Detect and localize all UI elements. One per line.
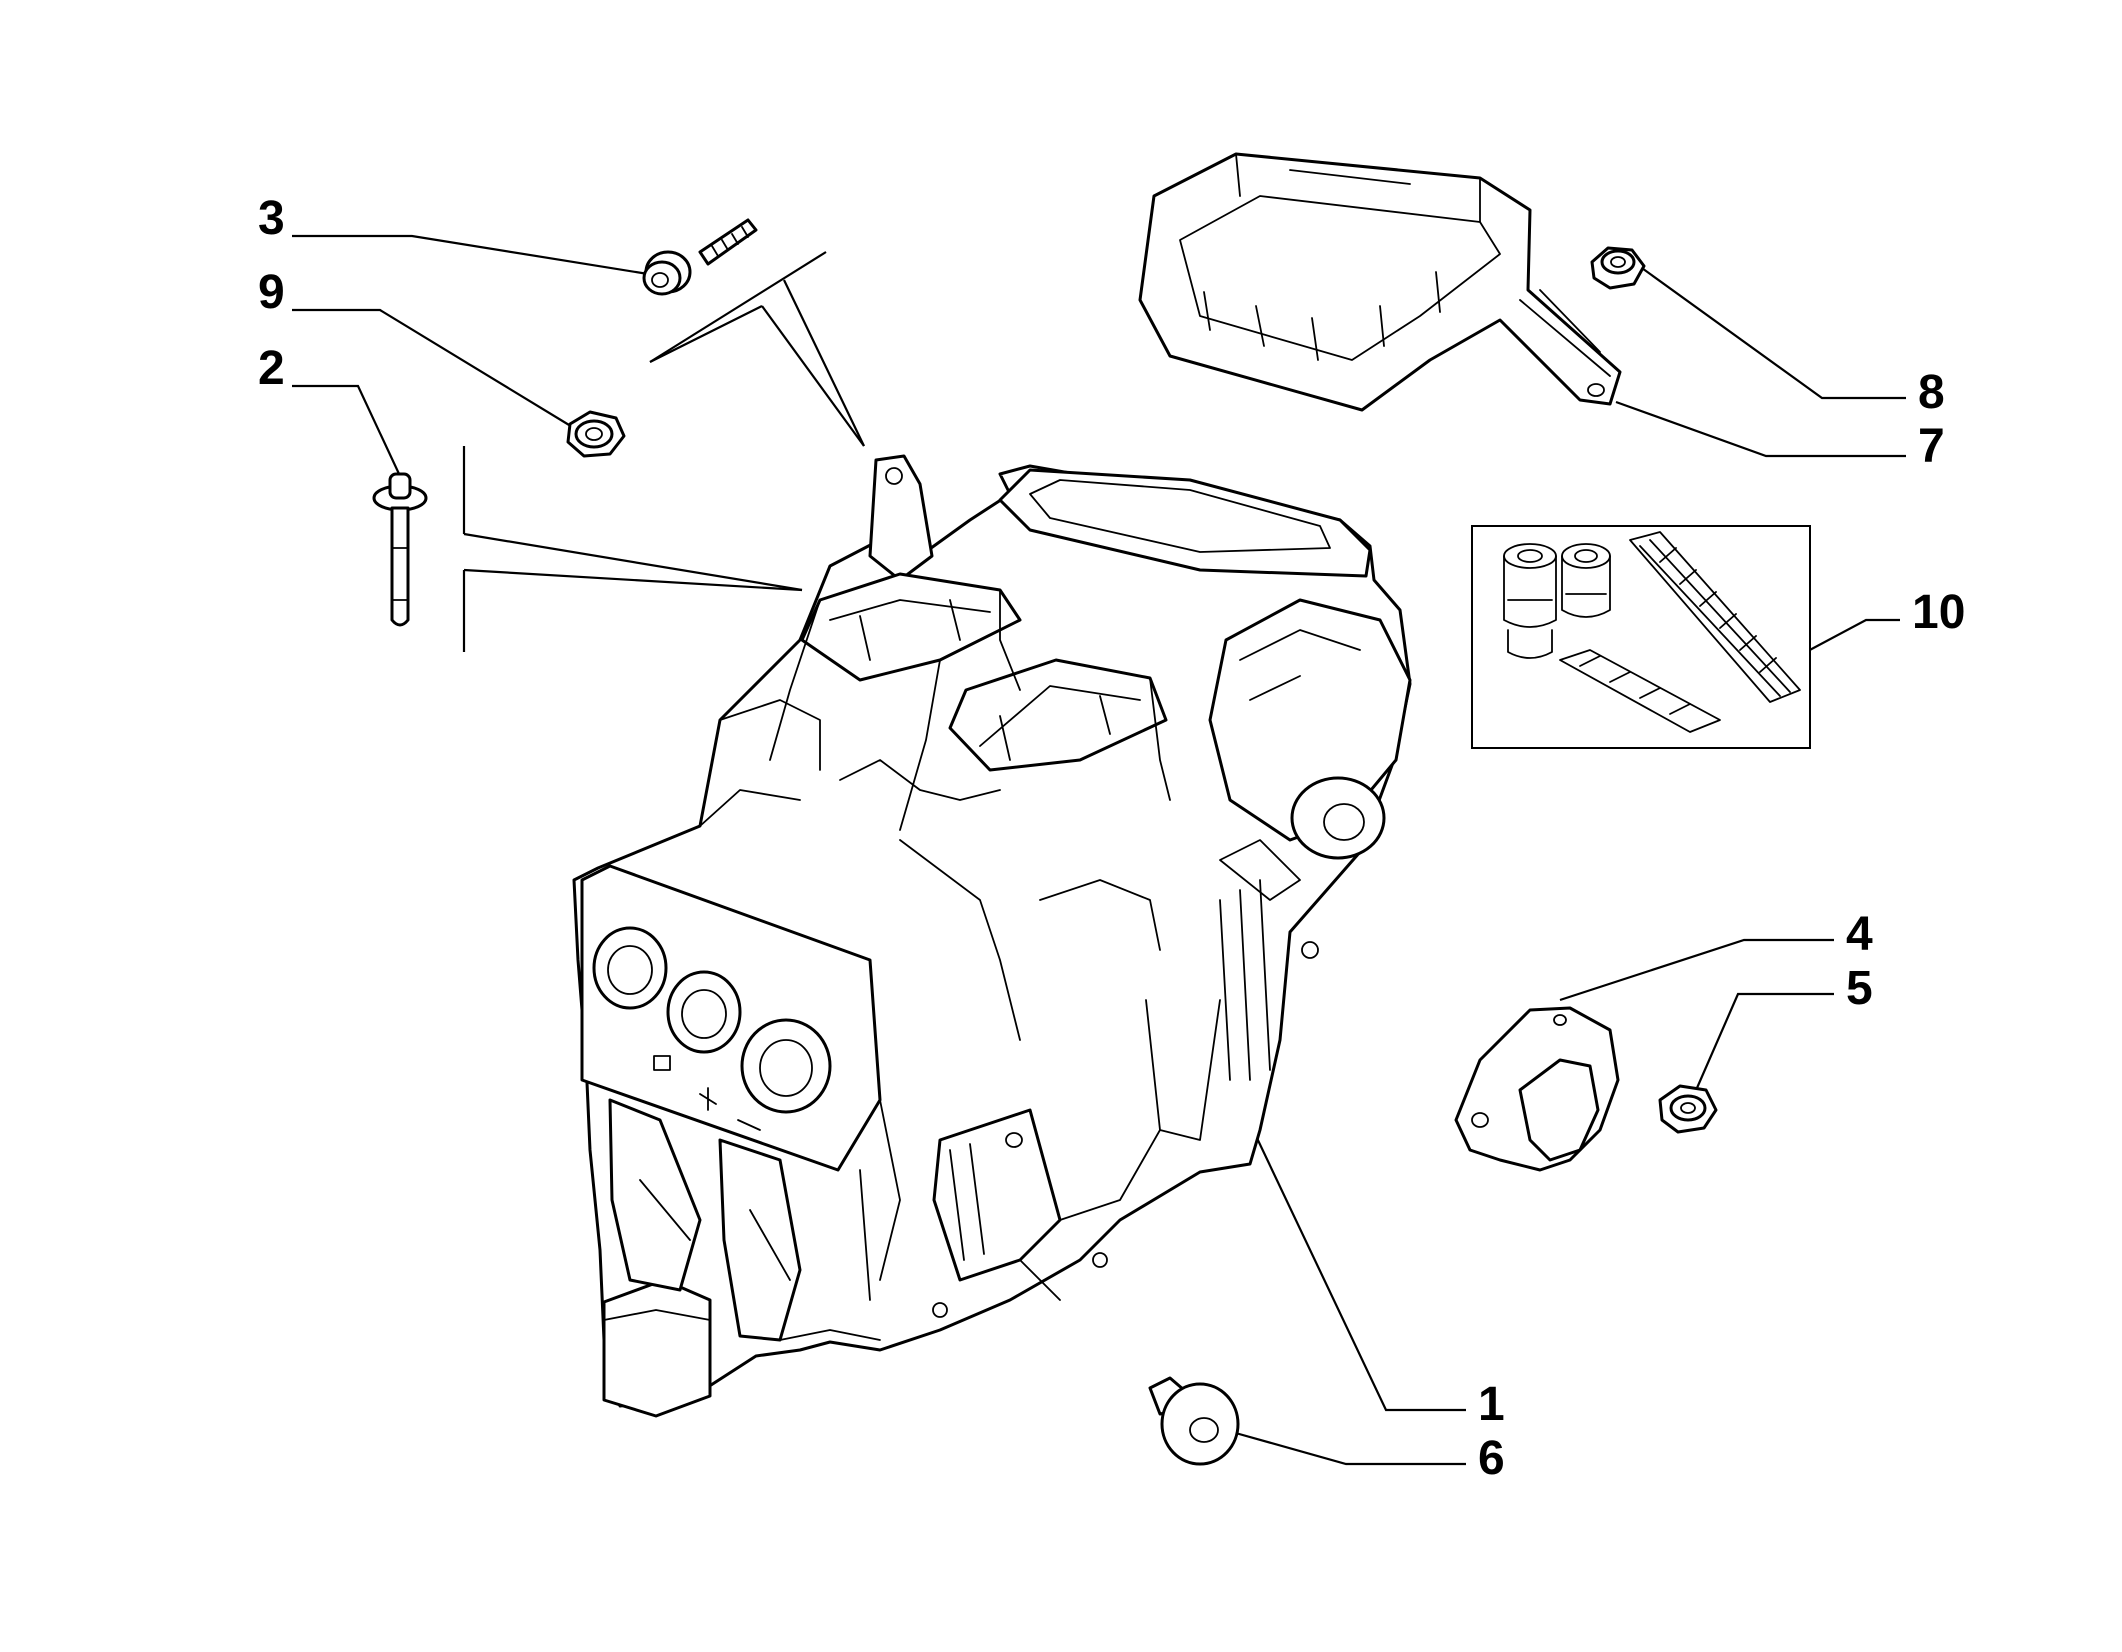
leader-line-8 [1627,257,1906,400]
leader-line-1 [1255,1135,1466,1412]
leader-line-10 [1805,618,1900,653]
callout-number-5[interactable]: 5 [1846,962,1873,1015]
nut-part-8[interactable] [1590,246,1646,290]
leader-line-4 [1559,938,1834,1002]
callout-number-6[interactable]: 6 [1478,1432,1505,1485]
housing-cover-part-7[interactable] [1138,152,1622,412]
oil-filter-icon [1561,543,1611,618]
nut-part-5[interactable] [1658,1084,1718,1134]
grommet-part-6[interactable] [1148,1376,1240,1466]
callout-number-9[interactable]: 9 [258,266,285,319]
callout-number-8[interactable]: 8 [1918,366,1945,419]
cover-part-4[interactable] [1454,1006,1620,1172]
callout-number-1[interactable]: 1 [1478,1378,1505,1431]
blower-housing [1208,598,1412,901]
oil-filter-icon [1503,543,1557,659]
bolt-part-3[interactable] [642,218,758,296]
leader-line-6 [1231,1430,1466,1466]
cabin-filter-icon [1559,649,1721,733]
floor-ducts [602,1098,802,1418]
callout-number-3[interactable]: 3 [258,192,285,245]
leader-line-5 [1688,992,1834,1105]
leader-line-9 [292,308,575,429]
filter-kit-part-10[interactable] [1471,525,1811,749]
air-filter-icon [1629,531,1801,703]
callout-number-4[interactable]: 4 [1846,908,1873,961]
hvac-unit-part-1[interactable] [572,454,1412,1418]
leader-line-2 [292,384,401,477]
assembly-guide-lines [462,251,865,652]
leader-line-7 [1615,400,1906,458]
callout-number-10[interactable]: 10 [1912,586,1965,639]
callout-number-2[interactable]: 2 [258,342,285,395]
stud-part-2[interactable] [372,472,428,627]
nut-part-9[interactable] [566,410,626,458]
callout-number-7[interactable]: 7 [1918,420,1945,473]
leader-line-3 [292,234,649,276]
